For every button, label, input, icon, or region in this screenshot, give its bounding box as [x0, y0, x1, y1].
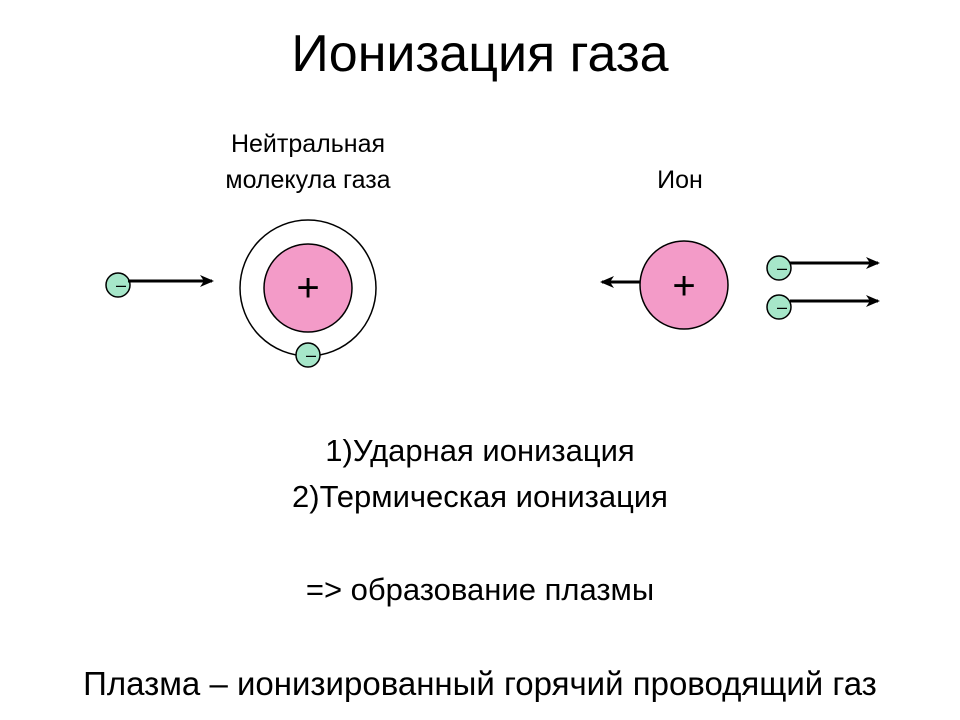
plasma-formation-text: => образование плазмы: [305, 572, 655, 607]
ejected-electron-2: –: [766, 294, 880, 320]
incoming-electron-minus-sign: –: [116, 275, 126, 295]
ion-plus-sign: +: [672, 264, 695, 308]
ion-label: Ион: [657, 166, 703, 194]
orbit-electron: [295, 342, 321, 368]
neutral-molecule-label: Нейтральная молекула газа: [178, 126, 438, 198]
neutral-molecule: + –: [239, 219, 377, 368]
ion: +: [600, 240, 729, 330]
ejected-electron-1: –: [766, 255, 880, 281]
ionization-types-list: 1)Ударная ионизация 2)Термическая иониза…: [0, 428, 960, 520]
ejected-electron-2-circle: [766, 294, 792, 320]
neutral-label-line1: Нейтральная: [230, 130, 386, 158]
list-item-thermal-ionization: 2)Термическая ионизация: [292, 479, 668, 514]
neutral-nucleus: [263, 243, 353, 333]
neutral-nucleus-plus-sign: +: [296, 266, 319, 310]
ejected-electron-1-circle: [766, 255, 792, 281]
incoming-electron: –: [105, 272, 214, 298]
ejected-electron-2-minus-sign: –: [777, 297, 787, 317]
ion-nucleus: [639, 240, 729, 330]
list-item-impact-ionization: 1)Ударная ионизация: [325, 433, 635, 468]
orbit-electron-minus-sign: –: [306, 345, 316, 365]
ejected-electron-1-minus-sign: –: [777, 258, 787, 278]
neutral-label-line2: молекула газа: [225, 166, 391, 194]
plasma-definition-text: Плазма – ионизированный горячий проводящ…: [83, 665, 877, 702]
incoming-electron-circle: [105, 272, 131, 298]
page-title: Ионизация газа: [291, 25, 669, 83]
